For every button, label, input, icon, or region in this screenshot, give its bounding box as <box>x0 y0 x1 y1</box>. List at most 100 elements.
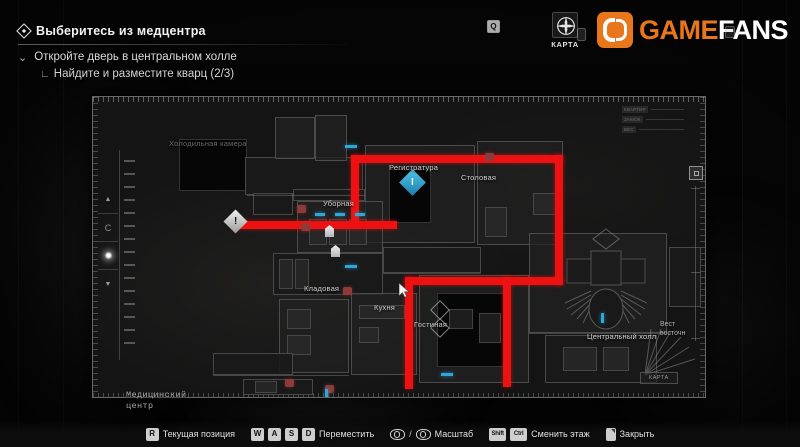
floor-down-button[interactable]: ▼ <box>98 270 118 298</box>
room-label-storage: Кладовая <box>304 284 340 293</box>
map-info-key: ВЕС <box>622 126 636 133</box>
corridor-central[interactable] <box>383 247 481 273</box>
map-side-label-line1: Вест <box>660 321 676 328</box>
control-label-move: Переместить <box>319 429 375 439</box>
floor-item-current[interactable] <box>98 242 118 270</box>
esc-icon[interactable] <box>605 427 616 441</box>
wall-segment <box>529 333 667 334</box>
key-ctrl[interactable]: Ctrl <box>510 427 528 441</box>
control-label-close: Закрыть <box>619 429 655 439</box>
item-marker-blue[interactable] <box>345 265 357 268</box>
key-item-marker[interactable] <box>325 225 334 237</box>
locker-a <box>279 259 293 289</box>
objective-divider <box>18 44 348 45</box>
door-marker[interactable] <box>485 153 494 161</box>
corridor-south[interactable] <box>243 379 313 395</box>
locker-b <box>295 259 309 289</box>
room-north-b[interactable] <box>315 115 347 161</box>
item-marker-blue[interactable] <box>335 213 345 216</box>
map-info-bar <box>650 109 684 110</box>
route-segment-west <box>233 221 397 229</box>
item-marker-blue[interactable] <box>345 145 357 148</box>
map-zoom-slider[interactable] <box>688 166 704 346</box>
floor-selector[interactable]: ▲ C ▼ <box>98 186 118 298</box>
map-side-label-line2: восточн <box>660 330 686 337</box>
door-marker[interactable] <box>343 287 352 295</box>
current-floor-dot-icon <box>103 251 113 260</box>
door-marker[interactable] <box>301 223 310 231</box>
item-marker-blue[interactable] <box>441 373 453 376</box>
map-info-bar <box>645 119 684 120</box>
room-north-a[interactable] <box>275 117 315 159</box>
hud-map-button[interactable]: КАРТА <box>545 12 585 49</box>
room-label-central-hall: Центральный холл <box>587 332 657 341</box>
control-hint-move[interactable]: W A S D Переместить <box>251 427 375 441</box>
room-east-wing[interactable] <box>669 247 701 307</box>
shelf-b <box>287 335 311 355</box>
control-hint-zoom[interactable]: / Масштаб <box>390 428 473 440</box>
zoom-slider-track[interactable] <box>695 186 696 341</box>
key-s[interactable]: S <box>285 427 298 441</box>
zoom-slider-handle[interactable] <box>689 166 703 180</box>
map-legend-button[interactable]: КАРТА <box>640 372 678 384</box>
room-north-vestibule[interactable] <box>253 193 293 215</box>
route-segment-north <box>351 155 563 163</box>
item-marker-blue[interactable] <box>601 313 604 323</box>
door-marker[interactable] <box>297 205 306 213</box>
objective-sub-label: Откройте дверь в центральном холле <box>34 51 237 63</box>
hud-map-label: КАРТА <box>551 40 579 49</box>
map-info-row: ВЕС <box>622 126 684 133</box>
mouse-wheel-icon[interactable] <box>390 428 406 440</box>
objective-main: Выберитесь из медцентра <box>18 24 378 38</box>
mouse-wheel-icon[interactable] <box>415 428 431 440</box>
mouse-cursor <box>399 283 410 298</box>
chevron-down-icon: ▼ <box>104 280 112 288</box>
objective-main-label: Выберитесь из медцентра <box>36 24 206 38</box>
control-hint-current-position[interactable]: R Текущая позиция <box>145 427 235 441</box>
chevron-up-icon: ▲ <box>104 196 112 203</box>
lounge-furniture-b <box>479 313 501 343</box>
shelf-a <box>287 309 311 329</box>
key-d[interactable]: D <box>302 427 315 441</box>
corridor-north-link[interactable] <box>293 189 365 201</box>
control-separator: / <box>409 429 412 439</box>
lounge-furniture-a <box>449 309 473 329</box>
room-cold-storage[interactable] <box>179 139 247 191</box>
south-fixture <box>255 381 277 393</box>
corridor-southwest[interactable] <box>213 353 293 375</box>
control-hint-close[interactable]: Закрыть <box>605 427 655 441</box>
room-label-cold-storage: Холодильная камера <box>169 139 247 148</box>
door-marker[interactable] <box>325 385 334 393</box>
key-w[interactable]: W <box>251 427 264 441</box>
room-label-lounge: Гостиная <box>414 320 448 329</box>
map-info-panel: КВАРТИР ЗАМОК ВЕС <box>622 106 684 136</box>
map-info-row: ЗАМОК <box>622 116 684 123</box>
key-item-marker[interactable] <box>331 245 340 257</box>
key-r[interactable]: R <box>145 427 159 441</box>
zoom-tick <box>691 338 700 339</box>
key-a[interactable]: A <box>268 427 281 441</box>
control-hint-change-floor[interactable]: Shift Ctrl Сменить этаж <box>489 427 590 441</box>
item-marker-blue[interactable] <box>355 213 365 216</box>
objective-task: ∟ Найдите и разместите кварц (2/3) <box>40 68 378 82</box>
item-marker-blue[interactable] <box>315 213 325 216</box>
objective-panel: Выберитесь из медцентра ⌄ Откройте дверь… <box>18 24 378 82</box>
route-segment-east-riser <box>555 155 563 285</box>
floor-item-a[interactable]: C <box>98 214 118 242</box>
gamefans-watermark: GAMEFANS <box>577 12 789 48</box>
hud-key-hint: Q <box>487 20 500 33</box>
zoom-tick <box>691 272 700 273</box>
map-title-line2: центр <box>126 401 154 411</box>
floor-rail-line <box>119 150 120 360</box>
floor-label-a: C <box>104 222 112 233</box>
fixture-dining-a <box>485 207 507 237</box>
map-panel[interactable]: ! I Холодильная камера Регистратура Стол… <box>92 96 706 398</box>
wall-segment <box>247 195 365 196</box>
map-canvas[interactable]: ! I Холодильная камера Регистратура Стол… <box>93 97 705 397</box>
item-marker-blue[interactable] <box>325 389 328 397</box>
key-shift[interactable]: Shift <box>489 427 507 441</box>
door-marker[interactable] <box>285 379 294 387</box>
room-north-corridor[interactable] <box>245 157 363 195</box>
room-label-dining: Столовая <box>461 173 497 182</box>
floor-up-button[interactable]: ▲ <box>98 186 118 214</box>
